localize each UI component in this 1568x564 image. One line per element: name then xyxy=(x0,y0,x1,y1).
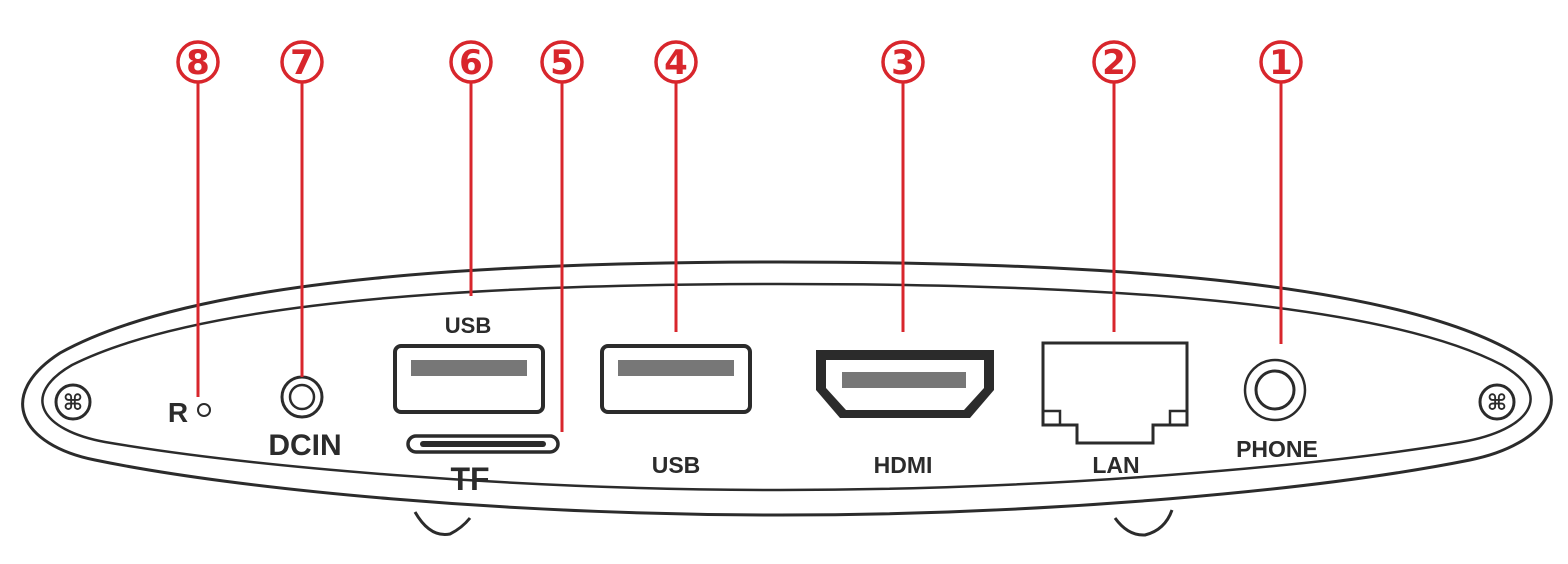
reset-label: R xyxy=(168,397,188,428)
screw-right-icon: ⌘ xyxy=(1478,383,1516,421)
lan-label: LAN xyxy=(1092,452,1139,478)
callout-number-7: 7 xyxy=(290,43,314,83)
callout-number-8: 8 xyxy=(186,43,210,83)
hdmi-port xyxy=(816,350,994,418)
callout-number-6: 6 xyxy=(459,43,483,83)
tf-card-slot xyxy=(406,434,560,454)
tf-label: TF xyxy=(450,461,489,497)
right-foot xyxy=(1113,509,1174,537)
reset-hole xyxy=(197,403,211,417)
callout-number-2: 2 xyxy=(1102,43,1126,83)
screw-left-icon: ⌘ xyxy=(54,383,92,421)
device-body xyxy=(21,260,1553,537)
usb-upper-label: USB xyxy=(445,313,491,338)
usb-port-right xyxy=(600,344,752,414)
svg-text:⌘: ⌘ xyxy=(1487,391,1507,416)
lan-port xyxy=(1041,341,1189,445)
phone-jack xyxy=(1243,358,1307,422)
callout-markers xyxy=(176,40,1303,84)
usb-port-upper xyxy=(393,344,545,414)
left-foot xyxy=(413,511,472,537)
hdmi-label: HDMI xyxy=(874,452,933,478)
callout-number-1: 1 xyxy=(1269,43,1293,83)
dcin-label: DCIN xyxy=(268,429,341,462)
phone-label: PHONE xyxy=(1236,436,1318,462)
callout-numbers: 8 7 6 5 4 3 2 1 xyxy=(186,43,1293,83)
callout-number-4: 4 xyxy=(664,43,688,83)
usb-right-label: USB xyxy=(652,452,701,478)
callout-leaders xyxy=(196,82,1283,432)
svg-text:⌘: ⌘ xyxy=(63,391,83,416)
dc-in-jack xyxy=(280,375,324,419)
callout-number-3: 3 xyxy=(891,43,915,83)
callout-number-5: 5 xyxy=(550,43,574,83)
